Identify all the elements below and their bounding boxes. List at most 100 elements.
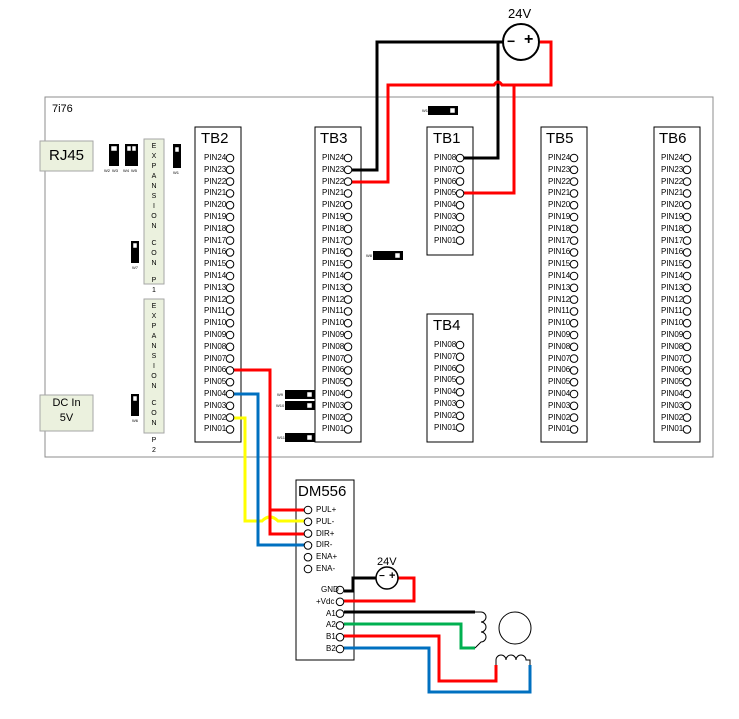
tb1-pin-terminal[interactable] (455, 224, 465, 234)
tb6-pin-terminal[interactable] (682, 401, 692, 411)
tb3-pin-terminal[interactable] (343, 413, 353, 422)
tb6-pin-terminal[interactable] (682, 283, 692, 293)
tb3-pin-terminal[interactable] (343, 330, 353, 340)
tb3-pin-terminal[interactable] (343, 212, 353, 222)
driver-input-terminal[interactable] (303, 529, 313, 538)
tb6-pin-terminal[interactable] (682, 189, 692, 198)
tb2-pin-terminal[interactable] (225, 189, 235, 198)
tb6-pin-terminal[interactable] (682, 377, 692, 387)
tb2-pin-terminal[interactable] (225, 307, 235, 316)
tb6-pin-terminal[interactable] (682, 307, 692, 316)
driver-input-terminal[interactable] (303, 541, 313, 550)
tb6-pin-terminal[interactable] (682, 248, 692, 257)
tb4-pin-terminal[interactable] (455, 340, 465, 350)
tb5-pin-terminal[interactable] (569, 224, 579, 234)
tb3-pin-terminal[interactable] (343, 283, 353, 293)
tb2-pin-terminal[interactable] (225, 165, 235, 175)
tb6-pin-terminal[interactable] (682, 389, 692, 399)
tb6-pin-terminal[interactable] (682, 295, 692, 304)
tb5-pin-terminal[interactable] (569, 307, 579, 316)
tb5-pin-terminal[interactable] (569, 318, 579, 328)
tb3-pin-terminal[interactable] (343, 354, 353, 363)
driver-output-terminal[interactable] (335, 609, 345, 618)
tb5-pin-terminal[interactable] (569, 177, 579, 186)
tb2-pin-terminal[interactable] (225, 366, 235, 375)
tb1-pin-terminal[interactable] (455, 165, 465, 175)
tb6-pin-terminal[interactable] (682, 271, 692, 281)
tb5-pin-terminal[interactable] (569, 165, 579, 175)
driver-input-terminal[interactable] (303, 552, 313, 562)
tb2-pin-terminal[interactable] (225, 389, 235, 399)
tb5-pin-terminal[interactable] (569, 236, 579, 245)
tb6-pin-terminal[interactable] (682, 224, 692, 234)
tb2-pin-terminal[interactable] (225, 271, 235, 281)
tb6-pin-terminal[interactable] (682, 318, 692, 328)
tb5-pin-terminal[interactable] (569, 153, 579, 163)
tb2-pin-terminal[interactable] (225, 318, 235, 328)
tb2-pin-terminal[interactable] (225, 330, 235, 340)
driver-output-terminal[interactable] (335, 632, 345, 642)
tb3-pin-terminal[interactable] (343, 271, 353, 281)
tb6-pin-terminal[interactable] (682, 342, 692, 352)
tb2-pin-terminal[interactable] (225, 401, 235, 411)
tb5-pin-terminal[interactable] (569, 248, 579, 257)
tb3-pin-terminal[interactable] (343, 425, 353, 434)
tb4-pin-terminal[interactable] (455, 411, 465, 421)
tb4-pin-terminal[interactable] (455, 352, 465, 362)
tb1-pin-terminal[interactable] (455, 212, 465, 222)
tb3-pin-terminal[interactable] (343, 342, 353, 352)
tb2-pin-terminal[interactable] (225, 248, 235, 257)
tb1-pin-terminal[interactable] (455, 177, 465, 186)
tb2-pin-terminal[interactable] (225, 283, 235, 293)
tb2-pin-terminal[interactable] (225, 153, 235, 163)
tb4-pin-terminal[interactable] (455, 423, 465, 432)
tb2-pin-terminal[interactable] (225, 212, 235, 222)
tb5-pin-terminal[interactable] (569, 330, 579, 340)
tb4-pin-terminal[interactable] (455, 387, 465, 397)
tb3-pin-terminal[interactable] (343, 307, 353, 316)
tb6-pin-terminal[interactable] (682, 200, 692, 210)
tb1-pin-terminal[interactable] (455, 189, 465, 198)
tb5-pin-terminal[interactable] (569, 366, 579, 375)
tb3-pin-terminal[interactable] (343, 236, 353, 245)
driver-input-terminal[interactable] (303, 505, 313, 515)
driver-output-terminal[interactable] (335, 621, 345, 630)
tb3-pin-terminal[interactable] (343, 200, 353, 210)
tb2-pin-terminal[interactable] (225, 342, 235, 352)
tb2-pin-terminal[interactable] (225, 177, 235, 186)
tb4-pin-terminal[interactable] (455, 399, 465, 409)
tb2-pin-terminal[interactable] (225, 425, 235, 434)
tb3-pin-terminal[interactable] (343, 318, 353, 328)
tb5-pin-terminal[interactable] (569, 295, 579, 304)
tb6-pin-terminal[interactable] (682, 236, 692, 245)
tb5-pin-terminal[interactable] (569, 212, 579, 222)
tb1-pin-terminal[interactable] (455, 236, 465, 245)
tb2-pin-terminal[interactable] (225, 224, 235, 234)
tb3-pin-terminal[interactable] (343, 224, 353, 234)
tb5-pin-terminal[interactable] (569, 354, 579, 363)
tb3-pin-terminal[interactable] (343, 248, 353, 257)
tb5-pin-terminal[interactable] (569, 259, 579, 269)
tb4-pin-terminal[interactable] (455, 376, 465, 385)
tb6-pin-terminal[interactable] (682, 259, 692, 269)
tb3-pin-terminal[interactable] (343, 189, 353, 198)
tb3-pin-terminal[interactable] (343, 389, 353, 399)
tb3-pin-terminal[interactable] (343, 165, 353, 175)
tb2-pin-terminal[interactable] (225, 200, 235, 210)
tb6-pin-terminal[interactable] (682, 366, 692, 375)
tb6-pin-terminal[interactable] (682, 212, 692, 222)
tb3-pin-terminal[interactable] (343, 177, 353, 186)
tb6-pin-terminal[interactable] (682, 177, 692, 186)
tb6-pin-terminal[interactable] (682, 413, 692, 422)
tb5-pin-terminal[interactable] (569, 401, 579, 411)
tb2-pin-terminal[interactable] (225, 295, 235, 304)
tb5-pin-terminal[interactable] (569, 283, 579, 293)
tb5-pin-terminal[interactable] (569, 200, 579, 210)
tb3-pin-terminal[interactable] (343, 153, 353, 163)
tb5-pin-terminal[interactable] (569, 342, 579, 352)
tb2-pin-terminal[interactable] (225, 377, 235, 387)
tb3-pin-terminal[interactable] (343, 366, 353, 375)
driver-output-terminal[interactable] (335, 597, 345, 607)
tb6-pin-terminal[interactable] (682, 354, 692, 363)
tb1-pin-terminal[interactable] (455, 200, 465, 210)
